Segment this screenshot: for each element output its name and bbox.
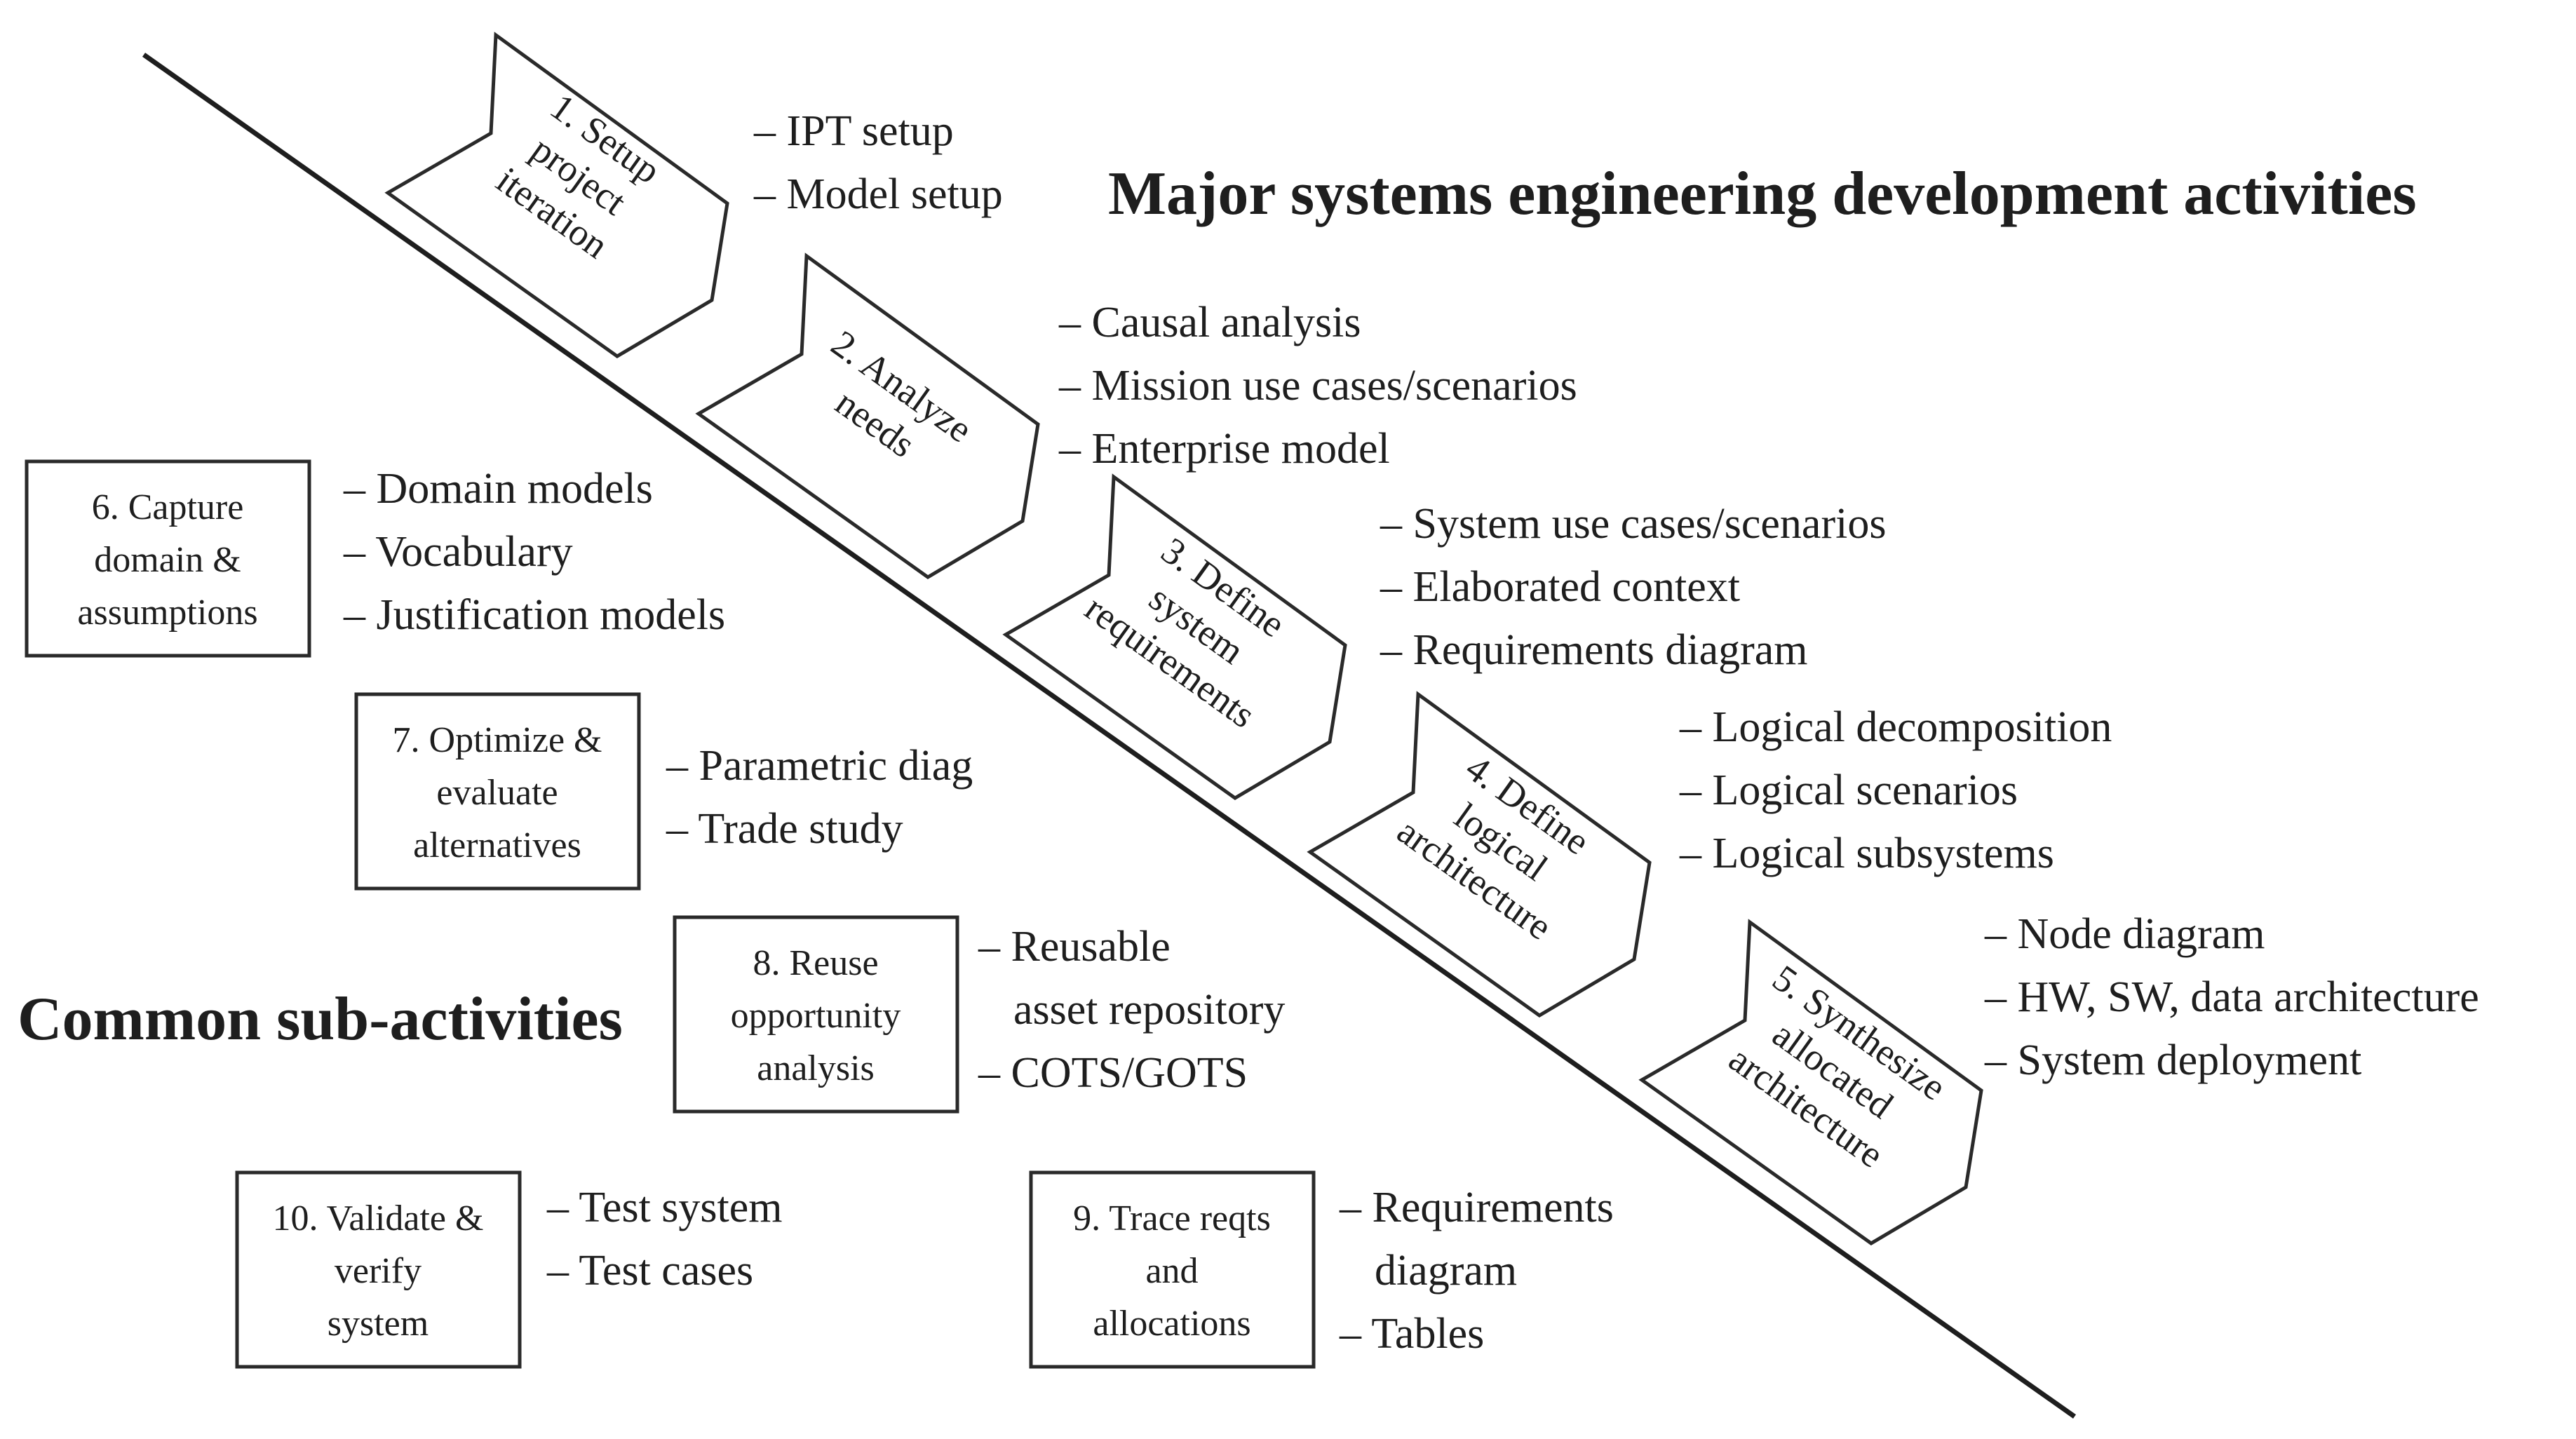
sub-activity-8-label-line-3: analysis bbox=[757, 1048, 875, 1088]
sub-activity-6-label-line-3: assumptions bbox=[77, 593, 257, 633]
sub-activity-10-label-line-1: 10. Validate & bbox=[273, 1198, 484, 1238]
step-5-bullet-2: – HW, SW, data architecture bbox=[1984, 973, 2479, 1021]
step-5-bullet-3: – System deployment bbox=[1984, 1036, 2361, 1084]
sub-activity-9-bullet-3: – Tables bbox=[1339, 1310, 1484, 1358]
sub-activity-9: 9. Trace reqts and allocations – Require… bbox=[1029, 1170, 1614, 1369]
sub-activity-8: 8. Reuse opportunity analysis – Reusable… bbox=[673, 915, 1285, 1114]
sub-activity-6: 6. Capture domain & assumptions – Domain… bbox=[25, 459, 725, 658]
step-3-bullet-2: – Elaborated context bbox=[1380, 563, 1740, 611]
step-3-chevron bbox=[1002, 473, 1347, 800]
step-4-bullet-3: – Logical subsystems bbox=[1679, 830, 2054, 877]
step-4-bullet-2: – Logical scenarios bbox=[1679, 766, 2018, 814]
step-5-chevron bbox=[1638, 919, 1983, 1245]
sub-activity-10-bullet-1: – Test system bbox=[546, 1184, 783, 1231]
step-4-chevron bbox=[1307, 691, 1652, 1018]
sub-activity-9-label-line-2: and bbox=[1145, 1251, 1198, 1291]
step-4-bullet-1: – Logical decomposition bbox=[1679, 703, 2112, 751]
step-1-chevron bbox=[384, 32, 729, 358]
step-2-bullet-2: – Mission use cases/scenarios bbox=[1058, 362, 1577, 410]
step-1-bullet-1: – IPT setup bbox=[753, 107, 954, 155]
sub-activity-8-label-line-2: opportunity bbox=[731, 996, 901, 1036]
step-1: 1. Setup project iteration – IPT setup –… bbox=[384, 32, 1003, 358]
sub-activity-9-label-line-3: allocations bbox=[1093, 1304, 1250, 1344]
sub-activity-7-label-line-3: alternatives bbox=[413, 825, 581, 865]
step-5-bullet-1: – Node diagram bbox=[1984, 910, 2265, 958]
step-5: 5. Synthesize allocated architecture – N… bbox=[1638, 910, 2479, 1245]
sub-activity-9-bullet-1: – Requirements bbox=[1339, 1184, 1614, 1231]
main-diagonal-line bbox=[142, 53, 2077, 1419]
step-3-bullet-1: – System use cases/scenarios bbox=[1380, 500, 1886, 548]
sub-activity-8-box bbox=[673, 915, 959, 1114]
step-4: 4. Define logical architecture – Logical… bbox=[1307, 691, 2112, 1018]
step-2: 2. Analyze needs – Causal analysis – Mis… bbox=[695, 252, 1577, 579]
step-2-bullet-3: – Enterprise model bbox=[1058, 425, 1390, 473]
sub-activity-8-label-line-1: 8. Reuse bbox=[753, 943, 878, 983]
sub-activity-7: 7. Optimize & evaluate alternatives – Pa… bbox=[354, 692, 973, 891]
step-1-bullet-2: – Model setup bbox=[753, 170, 1003, 218]
sub-activities-title: Common sub-activities bbox=[18, 985, 623, 1053]
sub-activity-7-label-line-2: evaluate bbox=[436, 773, 558, 813]
step-3-bullet-3: – Requirements diagram bbox=[1380, 626, 1808, 674]
sub-activity-9-bullet-2: diagram bbox=[1375, 1247, 1517, 1295]
sub-activity-7-bullet-2: – Trade study bbox=[666, 805, 903, 853]
sub-activity-9-box bbox=[1029, 1170, 1316, 1369]
sub-activity-6-bullet-1: – Domain models bbox=[343, 465, 653, 513]
sub-activity-10-label-line-2: verify bbox=[335, 1251, 422, 1291]
sub-activity-6-bullet-3: – Justification models bbox=[343, 591, 725, 639]
step-3: 3. Define system requirements – System u… bbox=[1002, 473, 1886, 800]
sub-activity-7-label-line-1: 7. Optimize & bbox=[393, 720, 602, 760]
step-2-bullet-1: – Causal analysis bbox=[1058, 299, 1361, 346]
sub-activity-10-bullet-2: – Test cases bbox=[546, 1247, 753, 1295]
sub-activity-8-bullet-3: – COTS/GOTS bbox=[978, 1049, 1248, 1097]
sub-activity-6-bullet-2: – Vocabulary bbox=[343, 528, 573, 576]
sub-activity-10: 10. Validate & verify system – Test syst… bbox=[235, 1170, 783, 1369]
sub-activity-7-box bbox=[354, 692, 641, 891]
sub-activity-6-label-line-2: domain & bbox=[94, 540, 241, 580]
step-2-chevron bbox=[695, 252, 1040, 579]
sub-activity-8-bullet-2: asset repository bbox=[1013, 986, 1285, 1034]
sub-activity-6-box bbox=[25, 459, 311, 658]
main-title: Major systems engineering development ac… bbox=[1108, 160, 2417, 228]
sub-activity-8-bullet-1: – Reusable bbox=[978, 923, 1171, 971]
sub-activity-9-label-line-1: 9. Trace reqts bbox=[1073, 1198, 1271, 1238]
sub-activity-6-label-line-1: 6. Capture bbox=[92, 487, 244, 527]
sub-activity-10-box bbox=[235, 1170, 522, 1369]
sub-activity-7-bullet-1: – Parametric diag bbox=[666, 742, 973, 790]
sub-activity-10-label-line-3: system bbox=[328, 1304, 429, 1344]
